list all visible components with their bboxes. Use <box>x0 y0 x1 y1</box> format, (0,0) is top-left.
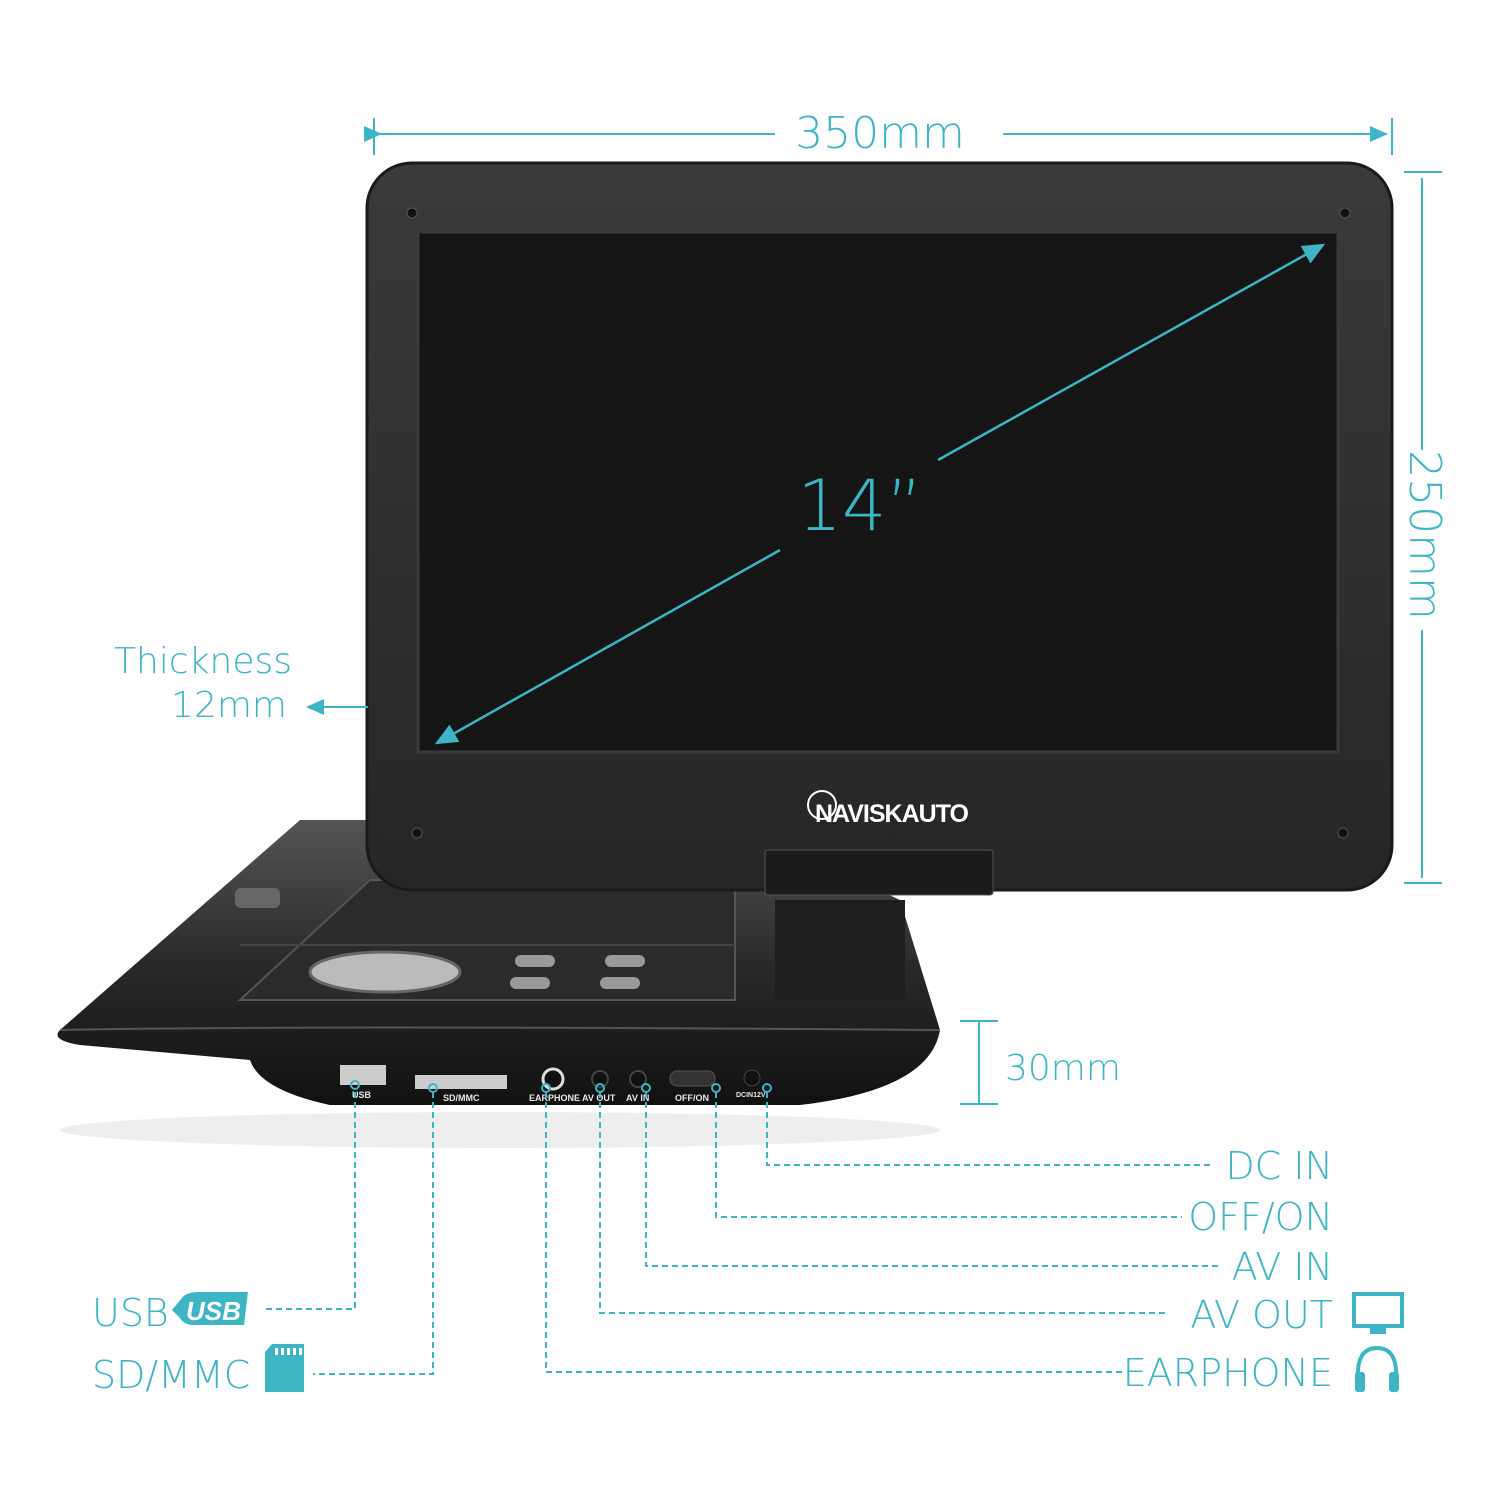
port-label-sd: SD/MMC <box>443 1093 480 1103</box>
callout-sd-mmc: SD/MMC <box>92 1353 250 1397</box>
callout-off-on: OFF/ON <box>1188 1195 1333 1239</box>
open-button[interactable] <box>235 888 280 908</box>
base-height-label: 30mm <box>1005 1048 1121 1089</box>
sd-slot[interactable] <box>415 1075 507 1089</box>
base-height-dimension-line <box>960 1020 998 1105</box>
dpad-button[interactable] <box>308 950 462 994</box>
player-screen-lid: NAVISKAUTO <box>365 161 1394 896</box>
width-dimension-line <box>364 118 1393 155</box>
av-in-jack[interactable] <box>629 1070 647 1088</box>
callout-av-out: AV OUT <box>1190 1293 1333 1337</box>
callout-earphone: EARPHONE <box>1123 1351 1333 1395</box>
speaker-grille <box>775 900 905 1000</box>
control-buttons[interactable] <box>510 955 645 989</box>
monitor-icon <box>1352 1292 1404 1334</box>
port-label-offon: OFF/ON <box>675 1093 709 1103</box>
sd-card-icon <box>265 1344 304 1392</box>
screen-size-label: 14” <box>797 465 922 547</box>
headphones-icon <box>1355 1345 1399 1392</box>
port-label-avout: AV OUT <box>582 1093 616 1103</box>
callout-usb: USB <box>92 1291 169 1335</box>
callout-dc-in: DC IN <box>1225 1144 1333 1188</box>
port-label-avin: AV IN <box>626 1093 649 1103</box>
port-label-earphone: EARPHONE <box>529 1093 580 1103</box>
height-dimension-line <box>1404 171 1442 884</box>
hinge <box>764 849 994 896</box>
earphone-jack[interactable] <box>541 1067 565 1091</box>
diagonal-arrow <box>937 243 1326 462</box>
dc-jack[interactable] <box>743 1069 761 1087</box>
brand-logo-mark <box>807 790 837 820</box>
port-label-dc: DCIN12V <box>736 1092 766 1099</box>
usb-logo-icon: USB <box>172 1292 248 1326</box>
usb-port[interactable] <box>340 1065 386 1085</box>
power-switch[interactable] <box>669 1070 716 1087</box>
brand-logo: NAVISKAUTO <box>815 800 969 828</box>
thickness-value: 12mm <box>171 685 287 726</box>
thickness-label: Thickness <box>114 641 292 682</box>
svg-text:USB: USB <box>186 1296 241 1326</box>
av-out-jack[interactable] <box>591 1070 609 1088</box>
diagonal-arrow <box>434 548 781 745</box>
width-label: 350mm <box>795 108 965 159</box>
callout-av-in: AV IN <box>1232 1245 1333 1289</box>
height-label: 250mm <box>1399 450 1450 620</box>
screen <box>416 230 1340 754</box>
port-label-usb: USB <box>352 1090 372 1100</box>
callout-lines <box>262 1092 1218 1375</box>
